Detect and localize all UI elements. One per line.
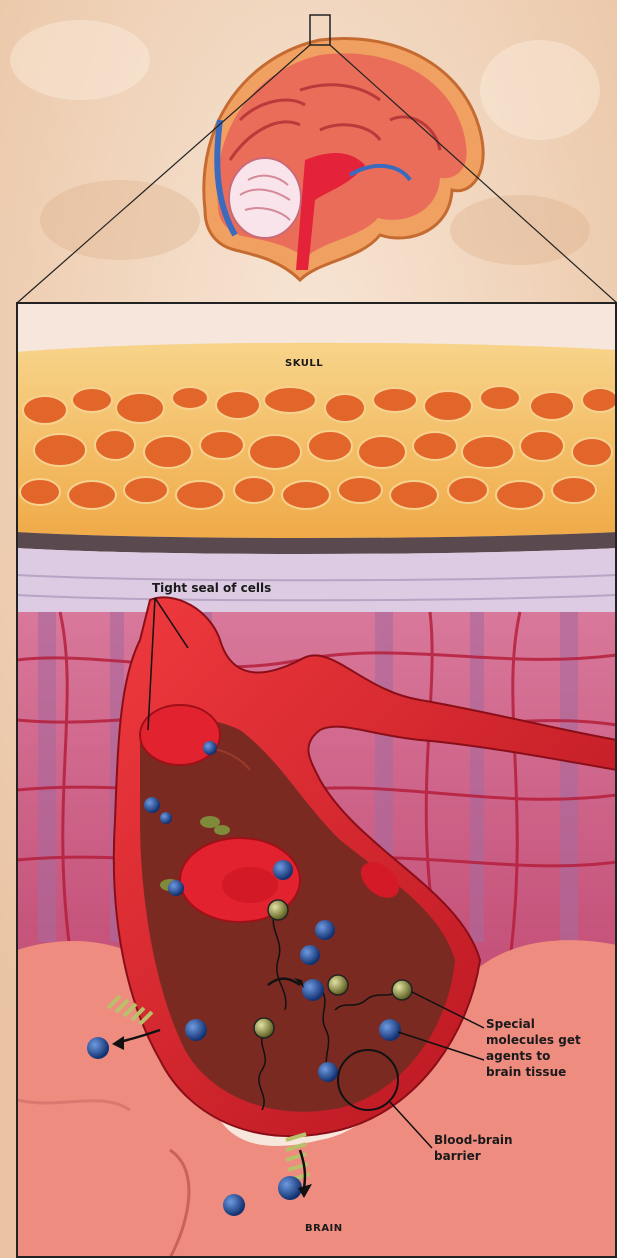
blue-molecule [300, 945, 320, 965]
special-molecules-line: molecules get [486, 1032, 611, 1048]
blue-molecule [318, 1062, 338, 1082]
special-molecules-line: agents to [486, 1048, 611, 1064]
skull-label: SKULL [285, 356, 323, 372]
blue-molecule [144, 797, 160, 813]
special-molecules-line: brain tissue [486, 1064, 611, 1080]
special-molecules-line: Special [486, 1016, 611, 1032]
blue-molecule [203, 741, 217, 755]
blood-brain-barrier-line: Blood-brain [434, 1132, 544, 1148]
meninges-layer [17, 548, 617, 618]
blue-molecule [87, 1037, 109, 1059]
brain-label: BRAIN [305, 1221, 343, 1237]
special-molecules-label: Special molecules get agents to brain ti… [486, 1016, 611, 1080]
detail-panel [17, 303, 617, 1258]
red-blood-cell [140, 705, 220, 765]
blue-molecule [223, 1194, 245, 1216]
blue-molecule [379, 1019, 401, 1041]
blood-brain-barrier-line: barrier [434, 1148, 544, 1164]
blue-molecule [302, 979, 324, 1001]
carrier-molecule [328, 975, 348, 995]
carrier-molecule [268, 900, 288, 920]
tight-seal-label: Tight seal of cells [152, 580, 271, 596]
blue-molecule [168, 880, 184, 896]
carrier-molecule [392, 980, 412, 1000]
carrier-molecule [254, 1018, 274, 1038]
blue-molecule [273, 860, 293, 880]
blood-brain-barrier-label: Blood-brain barrier [434, 1132, 544, 1164]
blue-molecule [315, 920, 335, 940]
blue-molecule [160, 812, 172, 824]
blue-molecule [185, 1019, 207, 1041]
